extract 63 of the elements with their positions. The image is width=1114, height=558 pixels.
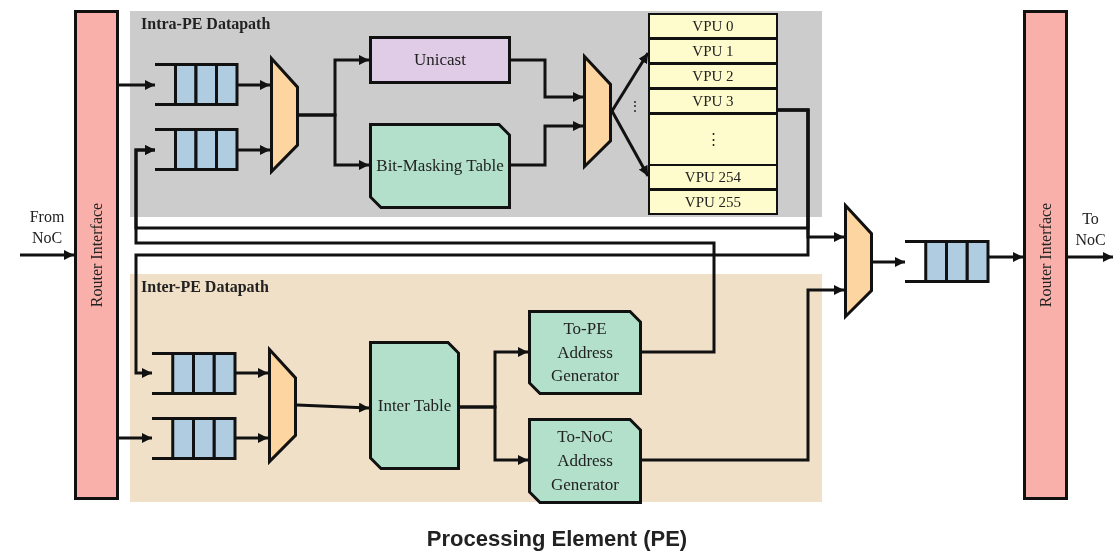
node-label: To-NoC Address Generator (550, 426, 620, 496)
arrow (235, 368, 268, 378)
arrow (610, 110, 650, 177)
table-block (528, 310, 642, 395)
arrow (134, 145, 716, 354)
panel-title: Intra-PE Datapath (141, 15, 271, 33)
node-label: VPU 2 (691, 68, 735, 84)
arrow (873, 257, 905, 267)
arrow (119, 80, 155, 90)
arrow (296, 402, 370, 413)
router-interface-block (1023, 10, 1068, 500)
multiplexer-symbol (844, 204, 873, 318)
arrow (1068, 252, 1113, 262)
arrow (237, 145, 270, 155)
table-block (369, 341, 460, 470)
queue-icon (152, 417, 235, 460)
node-label: VPU 1 (691, 43, 735, 59)
queue-icon (905, 240, 988, 283)
panel-title: Inter-PE Datapath (141, 278, 269, 296)
queue-icon (152, 352, 235, 395)
queue-icon (155, 128, 237, 171)
datapath-panel (130, 274, 822, 502)
node-label: Bit-Masking Table (375, 155, 505, 178)
vpu-row (648, 63, 778, 89)
vpu-row (648, 88, 778, 114)
arrow (511, 121, 583, 167)
arrow (988, 252, 1023, 262)
router-interface-block (74, 10, 119, 500)
vpu-row (648, 113, 778, 166)
multiplexer-symbol (268, 348, 297, 463)
node-label: VPU 255 (683, 194, 743, 210)
node-label: Inter Table (376, 394, 453, 417)
vpu-row (648, 164, 778, 190)
queue-icon (155, 63, 237, 106)
node-label: To-PE Address Generator (550, 317, 620, 388)
node-label: VPU 0 (691, 18, 735, 34)
vpu-row (648, 189, 778, 215)
table-block (369, 123, 511, 209)
block-label: Router Interface (1036, 202, 1055, 308)
arrow (642, 285, 844, 462)
arrow (460, 405, 528, 465)
vpu-row (648, 38, 778, 64)
process-box (369, 36, 511, 84)
arrow (299, 113, 369, 170)
arrow (134, 108, 810, 378)
diagram-caption: Processing Element (PE) (425, 526, 689, 552)
multiplexer-symbol (270, 57, 299, 173)
arrow (610, 52, 650, 112)
arrow (235, 433, 268, 443)
arrow (119, 433, 152, 443)
node-label: ⋮ (704, 132, 722, 147)
arrow (20, 250, 74, 260)
node-label: Unicast (413, 49, 467, 72)
vpu-row (648, 13, 778, 39)
node-label: VPU 254 (683, 169, 743, 185)
node-label: VPU 3 (691, 93, 735, 109)
table-block (528, 418, 642, 504)
arrow (511, 58, 583, 102)
ellipsis-mark: ⋮ (628, 100, 642, 114)
datapath-panel (130, 11, 822, 217)
block-label: Router Interface (87, 202, 106, 308)
multiplexer-symbol (583, 55, 612, 168)
arrow (237, 80, 270, 90)
